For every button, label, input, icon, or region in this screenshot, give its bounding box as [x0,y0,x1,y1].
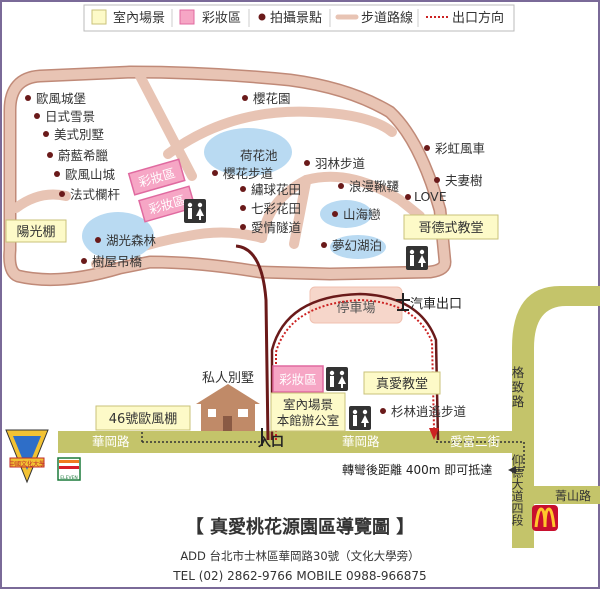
spot-snow: 日式雪景 [45,109,95,124]
gothic-church-label: 哥德式教堂 [418,220,483,236]
spot-cherry-garden: 櫻花園 [253,91,291,106]
legend-photo-spot: 拍攝景點 [270,10,322,26]
road-label: 華岡路 [92,434,130,449]
dream-lake-water [330,235,386,259]
road-qingshan [534,486,600,504]
exit-arrow-icon [429,428,439,440]
main-route-to-park [235,244,270,441]
spot-feather-trail: 羽林步道 [315,156,366,171]
trail-segment [163,106,397,159]
spot-hydrangea: 繡球花田 [251,182,301,197]
road-label: 格致路 [510,365,525,410]
road-hualong [58,431,512,453]
spot-rainbow-wind: 彩虹風車 [435,141,485,156]
gothic-church-box [403,214,499,240]
trail-network [3,65,452,287]
sea-love-water [320,200,372,228]
spot-villa-us: 美式別墅 [54,127,104,142]
legend-exit: 出口方向 [452,10,504,26]
logo-text: 中國文化大學 [9,460,45,468]
indoor-scene-label: 室內場景 [283,397,333,412]
spot-couple-tree: 夫妻樹 [445,173,483,188]
legend-indoor-swatch [91,9,107,25]
lake-forest-water [82,212,154,260]
road-gezhi-yangde [512,286,600,548]
trail-segment [289,177,311,249]
legend-makeup-swatch [179,9,195,25]
store-label: ELEVEN [60,475,77,481]
spot-french-fence: 法式欄杆 [70,187,121,202]
spot-castle: 歐風城堡 [36,91,87,106]
spot-euro-mountain: 歐風山城 [65,167,116,182]
legend-dot-icon [258,13,266,21]
indoor-scene-box [270,392,346,432]
spot-love-tunnel: 愛情隧道 [251,220,302,235]
restroom-icon [406,246,428,270]
trail-outer [4,67,450,285]
sunshine-shed-box [5,219,67,243]
spot-greek: 蔚藍希臘 [58,148,109,163]
road-label: 愛富二街 [450,434,500,449]
legend-indoor: 室內場景 [113,10,165,26]
house-icon [196,384,260,431]
exit-route [275,298,435,440]
makeup-area-3 [272,365,324,393]
restroom-icon [184,199,206,223]
parking-loop-route [270,292,440,441]
spot-cedar-trail: 杉林逍遙步道 [391,404,467,419]
car-exit-marker [396,293,410,311]
spot-romantic-swing: 浪漫鞦韆 [349,179,400,194]
trail-segment [257,171,425,243]
entrance-label: 入口 [258,435,284,450]
sunshine-shed-label: 陽光棚 [16,225,55,240]
university-logo: 中國文化大學 [5,429,49,484]
lotus-pond-water [204,128,292,176]
exit-arrow-icon [508,466,516,474]
true-love-church-label: 真愛教堂 [376,376,428,392]
restroom-icon [349,406,371,430]
parking-label: 停車場 [336,300,375,316]
spot-sea-love: 山海戀 [343,207,381,222]
restroom-icon [326,367,348,391]
phone-line: TEL (02) 2862-9766 MOBILE 0988-966875 [172,569,426,583]
euro-shed-46-box [95,405,191,431]
makeup-label: 彩妝區 [279,372,317,387]
true-love-church-box [363,371,441,395]
spot-markers [25,95,440,414]
turn-note: 轉彎後距離 400m 即可抵達 [342,462,492,477]
map-title: 【 真愛桃花源園區導覽圖 】 [186,516,415,538]
legend-trail: 步道路線 [361,10,413,26]
car-exit-label: 汽車出口 [410,297,462,312]
spot-love: LOVE [414,189,447,204]
spot-rainbow-flower: 七彩花田 [251,201,301,216]
spot-cherry-trail: 櫻花步道 [223,166,274,181]
private-villa-label: 私人別墅 [202,371,254,386]
spot-lake-forest: 湖光森林 [106,233,157,248]
convenience-store-logo: ELEVEN [57,457,81,481]
exit-path-right [436,441,525,471]
trail-segment [135,71,197,181]
euro-shed-46-label: 46號歐風棚 [109,412,178,427]
spot-dream-lake: 夢幻湖泊 [332,238,382,253]
spot-lotus-pond: 荷花池 [240,148,278,163]
spot-tree-bridge: 樹屋吊橋 [92,254,143,269]
address-line: ADD 台北市士林區華岡路30號（文化大學旁） [180,549,419,563]
legend-makeup: 彩妝區 [202,11,241,26]
road-label: 菁山路 [555,488,591,503]
legend: 室內場景 彩妝區 拍攝景點 步道路線 出口方向 [83,4,515,32]
road-network [58,286,600,548]
office-label: 本館辦公室 [277,413,340,428]
fast-food-logo [532,505,558,531]
road-label: 華岡路 [342,434,380,449]
road-label: 仰德大道四段 [510,453,524,527]
